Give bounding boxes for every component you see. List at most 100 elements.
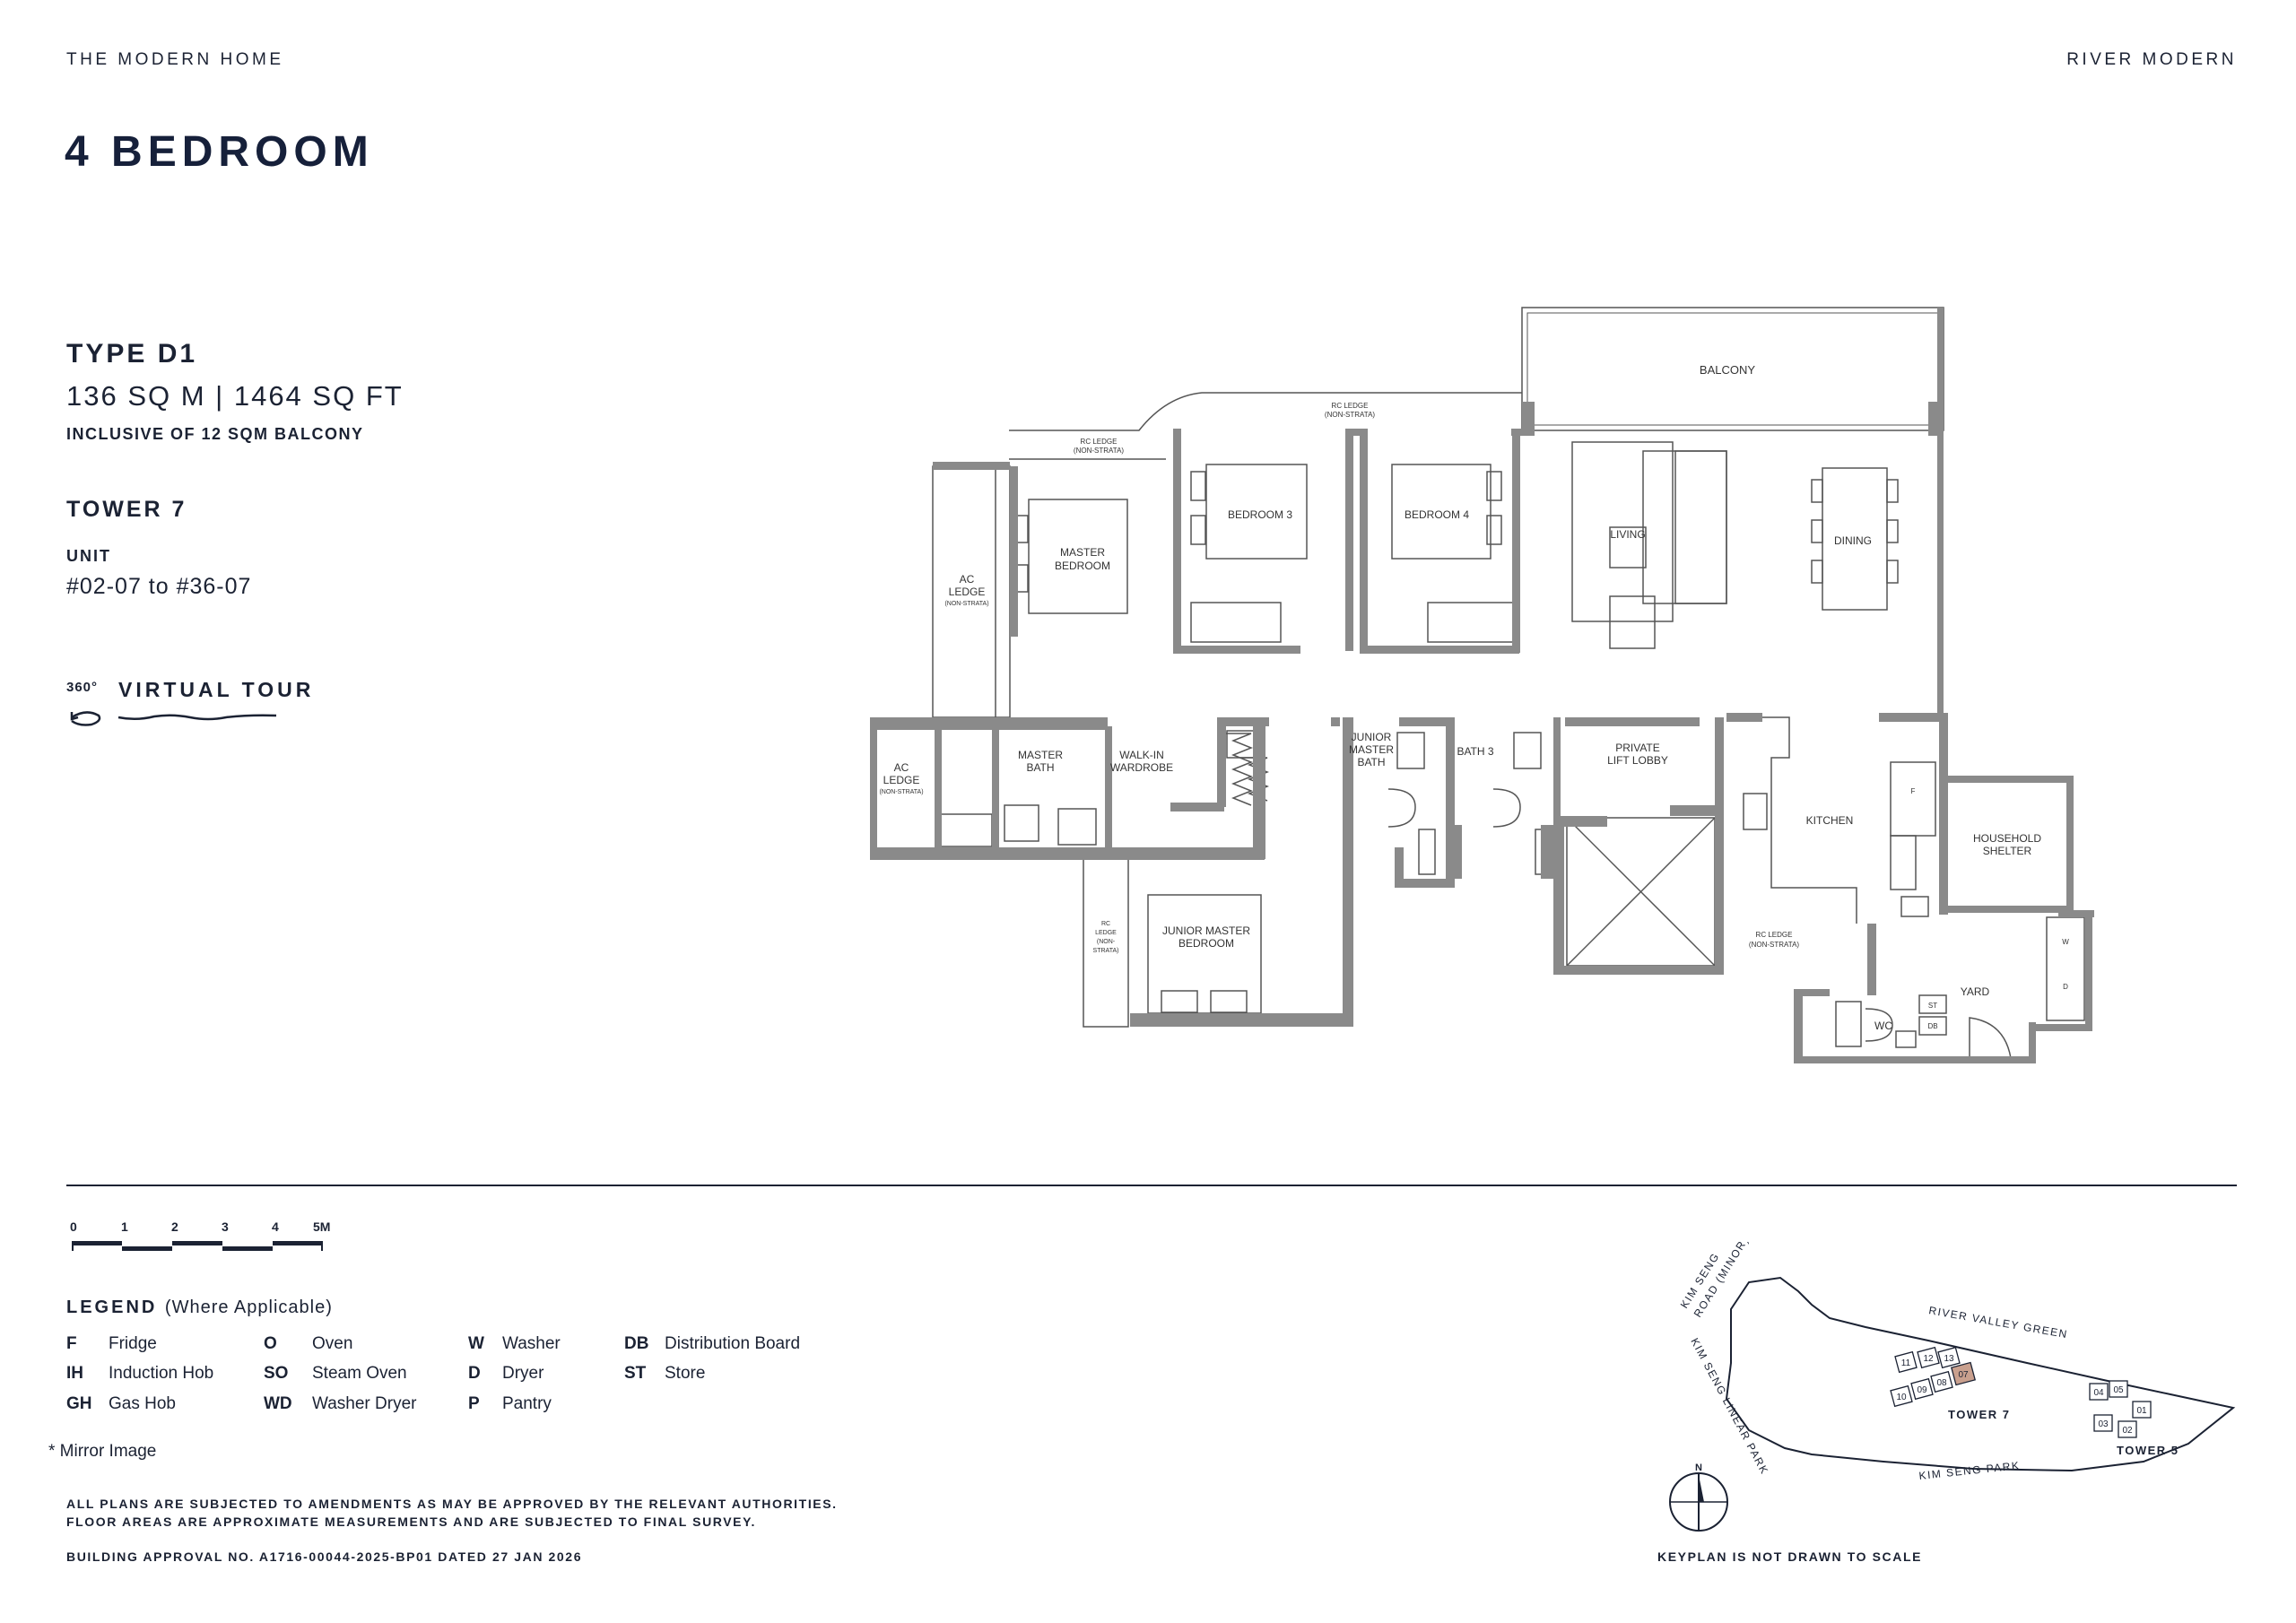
tour-label: VIRTUAL TOUR <box>118 678 315 701</box>
legend-desc: Washer Dryer <box>312 1394 417 1413</box>
river-valley-green-label: RIVER VALLEY GREEN <box>1927 1304 2068 1341</box>
rc-ledge-bottom-a: RC <box>1101 921 1110 927</box>
t5-unit: 03 <box>2098 1419 2109 1429</box>
walk-in-label-2: WARDROBE <box>1110 761 1173 774</box>
brand-right: RIVER MODERN <box>2066 50 2237 69</box>
rc-ledge-bottom-c: (NON- <box>1097 939 1116 945</box>
scale-tick: 1 <box>121 1219 128 1234</box>
fridge-mark: F <box>1911 787 1916 795</box>
section-divider <box>66 1185 2237 1186</box>
master-bedroom-label-2: BEDROOM <box>1055 560 1110 572</box>
t7-unit: 07 <box>1958 1370 1969 1380</box>
wc-label: WC <box>1874 1020 1892 1032</box>
ac-ledge-2-label-c: (NON-STRATA) <box>879 789 923 795</box>
legend-desc: Oven <box>312 1334 353 1353</box>
yard-label: YARD <box>1961 985 1990 998</box>
rotate-360-icon <box>70 711 277 726</box>
db-mark: DB <box>1927 1022 1937 1030</box>
disclaimer-line-1: ALL PLANS ARE SUBJECTED TO AMENDMENTS AS… <box>66 1497 838 1511</box>
t7-unit: 13 <box>1944 1354 1954 1364</box>
washer-mark: W <box>2062 938 2069 946</box>
balcony-note: INCLUSIVE OF 12 SQM BALCONY <box>66 425 364 443</box>
legend-desc: Induction Hob <box>109 1364 214 1383</box>
scale-tick: 5M <box>313 1219 331 1234</box>
ac-ledge-2-label-a: AC <box>894 761 909 774</box>
private-lift-label-1: PRIVATE <box>1615 742 1660 754</box>
legend-code: W <box>468 1334 484 1353</box>
junior-master-bedroom-label-2: BEDROOM <box>1178 937 1234 950</box>
linear-park-label: KIM SENG LINEAR PARK <box>1688 1336 1770 1477</box>
virtual-tour-link[interactable]: 360° VIRTUAL TOUR <box>66 678 335 732</box>
t7-unit: 10 <box>1896 1393 1907 1402</box>
t7-unit: 09 <box>1917 1385 1927 1395</box>
unit-label: UNIT <box>66 547 111 565</box>
keyplan-note: KEYPLAN IS NOT DRAWN TO SCALE <box>1657 1549 1923 1564</box>
legend-desc: Washer <box>502 1334 561 1353</box>
legend-desc: Store <box>665 1364 706 1383</box>
t5-unit: 04 <box>2093 1388 2104 1398</box>
bedroom4-label: BEDROOM 4 <box>1405 508 1469 521</box>
scale-bar-graphic <box>72 1241 323 1251</box>
scale-tick: 0 <box>70 1219 77 1234</box>
north-arrow-icon: N <box>1669 1462 1728 1532</box>
master-bath-label-1: MASTER <box>1018 749 1063 761</box>
junior-master-bath-label-2: MASTER <box>1349 743 1394 756</box>
dryer-mark: D <box>2063 983 2068 991</box>
master-bedroom-label-1: MASTER <box>1060 546 1105 559</box>
tour-degree-label: 360° <box>66 680 99 695</box>
legend-desc: Steam Oven <box>312 1364 407 1383</box>
unit-type-name: TYPE D1 <box>66 339 198 369</box>
junior-master-bedroom-label-1: JUNIOR MASTER <box>1162 924 1250 937</box>
page-title: 4 BEDROOM <box>65 128 374 176</box>
legend-heading: LEGEND <box>66 1298 158 1317</box>
tower5-label: TOWER 5 <box>2117 1444 2179 1457</box>
tower7-unit-highlight <box>1950 1361 1977 1386</box>
legend-subtitle: (Where Applicable) <box>164 1298 333 1317</box>
legend-code: F <box>66 1334 77 1353</box>
walk-in-label-1: WALK-IN <box>1119 749 1164 761</box>
rc-ledge-top-label: RC LEDGE <box>1332 402 1369 410</box>
legend-code: WD <box>264 1394 292 1413</box>
kim-seng-park-label: KIM SENG PARK <box>1918 1459 2021 1482</box>
t7-unit: 11 <box>1901 1358 1911 1368</box>
legend-desc: Pantry <box>502 1394 552 1413</box>
scale-bar: 0 1 2 3 4 5M <box>70 1219 357 1273</box>
legend-code: P <box>468 1394 480 1413</box>
legend-code: IH <box>66 1364 83 1383</box>
living-label: LIVING <box>1610 528 1645 541</box>
ac-ledge-2-label-b: LEDGE <box>883 774 920 786</box>
scale-tick: 4 <box>272 1219 279 1234</box>
dining-label: DINING <box>1834 534 1872 547</box>
t5-unit: 05 <box>2113 1385 2124 1395</box>
bath3-label: BATH 3 <box>1457 745 1493 758</box>
disclaimer-line-2: FLOOR AREAS ARE APPROXIMATE MEASUREMENTS… <box>66 1515 756 1529</box>
unit-range: #02-07 to #36-07 <box>66 574 252 599</box>
bedroom3-label: BEDROOM 3 <box>1228 508 1292 521</box>
scale-tick: 3 <box>222 1219 229 1234</box>
master-bath-label-2: BATH <box>1026 761 1054 774</box>
store-mark: ST <box>1928 1002 1937 1010</box>
floor-plan: BALCONY RC LEDGE (NON-STRATA) RC LEDGE (… <box>870 307 2094 1063</box>
ac-ledge-1-label-a: AC <box>960 573 975 586</box>
brand-left: THE MODERN HOME <box>66 50 284 69</box>
t5-unit: 01 <box>2136 1406 2147 1416</box>
scale-tick: 2 <box>171 1219 178 1234</box>
legend-code: O <box>264 1334 277 1353</box>
ac-ledge-1-label-c: (NON-STRATA) <box>944 601 988 607</box>
legend-code: D <box>468 1364 481 1383</box>
balcony-label: BALCONY <box>1700 363 1755 377</box>
rc-ledge-kitchen-sub: (NON-STRATA) <box>1749 941 1799 949</box>
household-shelter-label-1: HOUSEHOLD <box>1973 832 2041 845</box>
legend-code: ST <box>624 1364 647 1383</box>
rc-ledge-bottom-b: LEDGE <box>1095 930 1117 936</box>
household-shelter-label-2: SHELTER <box>1983 845 2032 857</box>
legend-code: SO <box>264 1364 289 1383</box>
north-label: N <box>1695 1462 1702 1473</box>
t7-unit: 08 <box>1936 1378 1947 1388</box>
t5-unit: 02 <box>2122 1426 2133 1436</box>
rc-ledge-left-sub: (NON-STRATA) <box>1074 447 1124 455</box>
legend-desc: Gas Hob <box>109 1394 176 1413</box>
site-keyplan: 11 12 13 10 09 08 07 04 05 01 03 02 TOWE… <box>1669 1242 2236 1532</box>
legend-title: LEGEND (Where Applicable) <box>66 1298 333 1318</box>
legend-code: DB <box>624 1334 649 1353</box>
